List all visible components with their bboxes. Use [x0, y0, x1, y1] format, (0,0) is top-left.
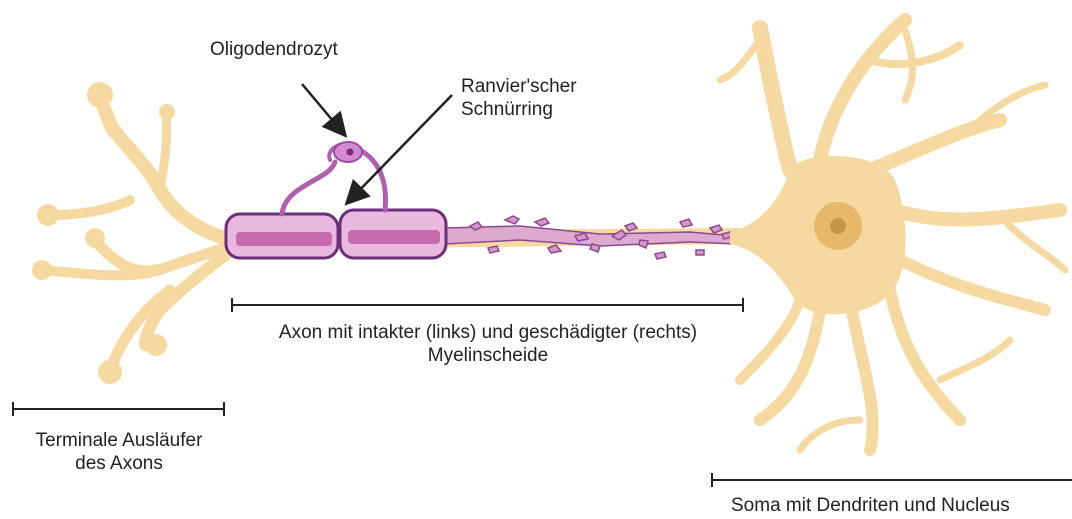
terminal-bracket	[13, 402, 224, 416]
terminal-label-line1: Terminale Ausläufer	[36, 429, 203, 452]
nucleolus	[830, 218, 846, 234]
oligodendrocyte-label: Oligodendrozyt	[210, 38, 338, 61]
terminal-label: Terminale Ausläufer des Axons	[36, 429, 203, 475]
myelin-inner-1	[236, 232, 332, 246]
soma-bracket	[712, 473, 1072, 487]
soma-label: Soma mit Dendriten und Nucleus	[731, 494, 1010, 517]
intact-myelin	[226, 210, 446, 258]
oligodendrocyte-nucleus	[347, 149, 354, 156]
axon-terminal-knobs	[32, 82, 175, 384]
node-of-ranvier-label-line2: Schnürring	[461, 98, 577, 121]
axon-label: Axon mit intakter (links) und geschädigt…	[279, 321, 697, 367]
axon-terminals	[45, 98, 232, 370]
myelin-inner-2	[348, 230, 440, 244]
node-of-ranvier-arrow	[348, 95, 452, 202]
terminal-label-line2: des Axons	[36, 452, 203, 475]
axon-label-line1: Axon mit intakter (links) und geschädigt…	[279, 321, 697, 344]
oligodendrocyte-arrow	[302, 84, 344, 134]
axon-bracket	[232, 298, 743, 312]
axon-label-line2: Myelinscheide	[279, 344, 697, 367]
damaged-myelin	[445, 216, 735, 259]
soma-label-text: Soma mit Dendriten und Nucleus	[731, 494, 1010, 517]
node-of-ranvier-label-line1: Ranvier'scher	[461, 75, 577, 98]
node-of-ranvier-label: Ranvier'scher Schnürring	[461, 75, 577, 121]
oligodendrocyte-label-text: Oligodendrozyt	[210, 38, 338, 61]
